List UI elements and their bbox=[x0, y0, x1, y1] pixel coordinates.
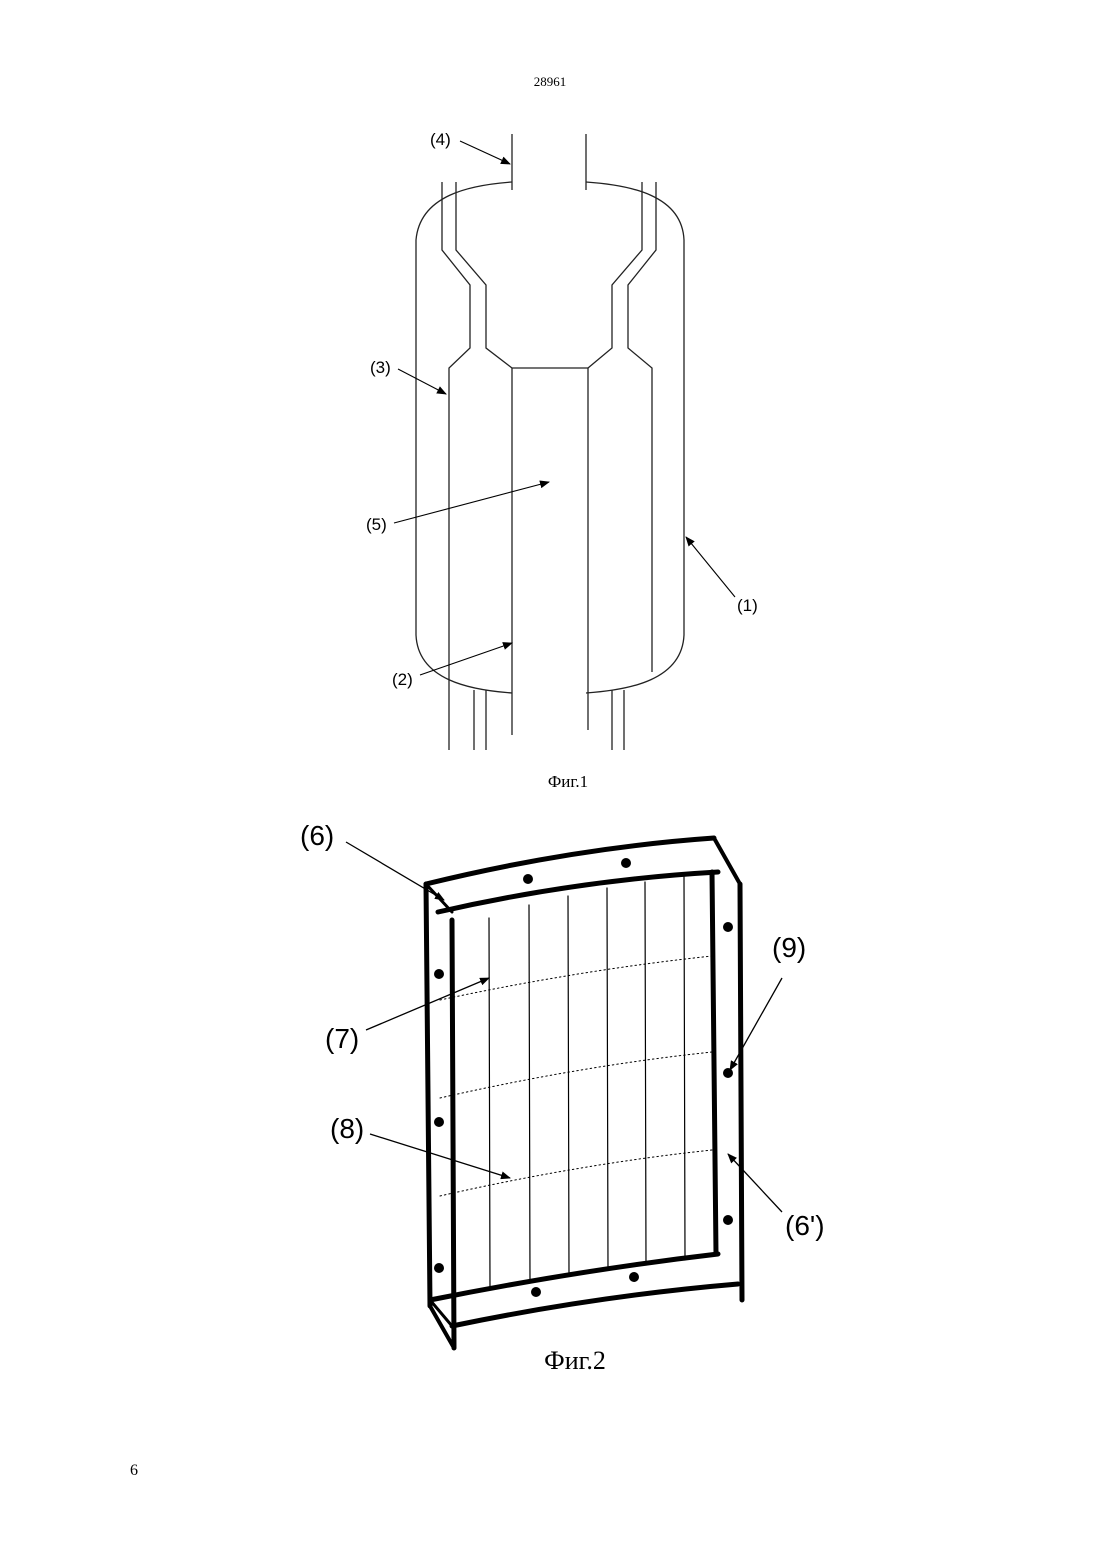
label-5: (5) bbox=[366, 515, 387, 535]
figure-1-caption: Фиг.1 bbox=[0, 772, 1100, 792]
label-8: (8) bbox=[330, 1113, 364, 1145]
page-number: 6 bbox=[130, 1462, 138, 1480]
inner-wall-right bbox=[628, 182, 656, 672]
label-3: (3) bbox=[370, 358, 391, 378]
label-6: (6) bbox=[300, 820, 334, 852]
bolt-holes bbox=[434, 858, 733, 1297]
leader-3 bbox=[398, 369, 446, 394]
label-1: (1) bbox=[737, 596, 758, 616]
leader-5 bbox=[394, 482, 549, 523]
label-9: (9) bbox=[772, 932, 806, 964]
leader-2 bbox=[420, 643, 512, 675]
label-6-prime: (6') bbox=[785, 1210, 825, 1242]
label-7: (7) bbox=[325, 1023, 359, 1055]
figure-2-drawing bbox=[426, 838, 742, 1348]
leader-4 bbox=[460, 141, 510, 164]
inner-wall-left bbox=[442, 182, 470, 750]
leader-1 bbox=[686, 537, 735, 597]
leader-9 bbox=[730, 978, 782, 1070]
label-4: (4) bbox=[430, 130, 451, 150]
leader-6 bbox=[346, 842, 444, 900]
leader-6prime bbox=[728, 1154, 782, 1212]
figure-2-caption: Фиг.2 bbox=[0, 1346, 1100, 1376]
label-2: (2) bbox=[392, 670, 413, 690]
